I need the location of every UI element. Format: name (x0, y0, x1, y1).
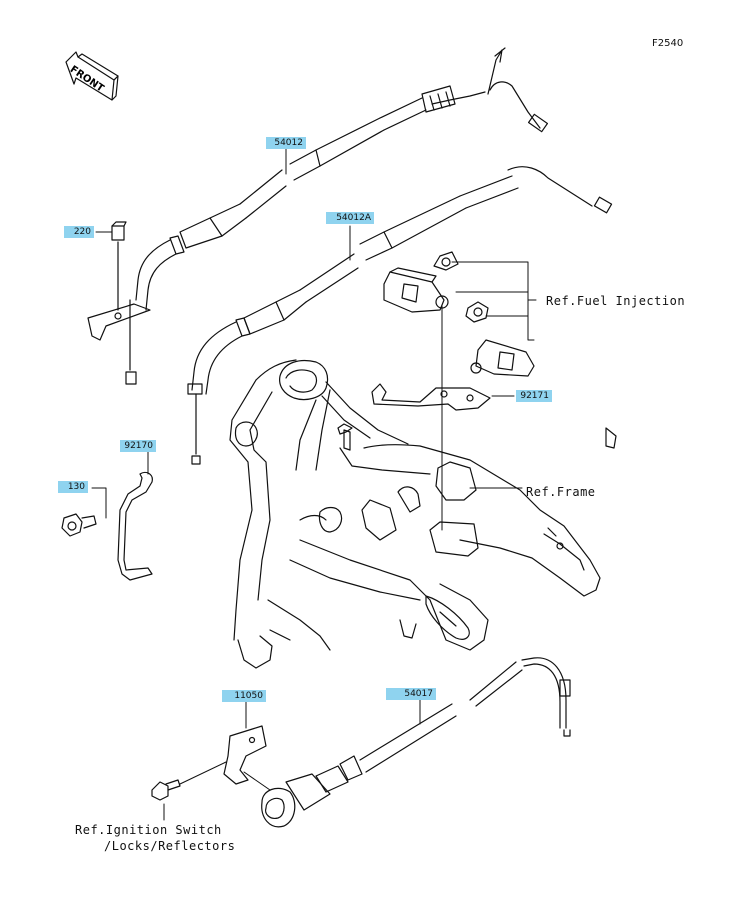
part-tag-54012[interactable]: 54012 (266, 137, 306, 149)
bracket-11050[interactable] (223, 725, 267, 785)
ref-frame[interactable]: Ref.Frame (526, 485, 596, 499)
bolt-130[interactable] (61, 513, 97, 537)
frame (229, 359, 617, 669)
cable-bracket (87, 221, 151, 341)
front-arrow-icon (65, 51, 119, 101)
part-tag-11050[interactable]: 11050 (222, 690, 266, 702)
throttle-cable-54012[interactable] (125, 47, 549, 385)
figure-code: F2540 (652, 38, 684, 49)
fuel-injection-sensor-lower[interactable] (465, 301, 535, 377)
sensor-bracket-92171[interactable] (371, 383, 491, 411)
part-tag-54012a[interactable]: 54012A (326, 212, 374, 224)
part-tag-220[interactable]: 220 (64, 226, 94, 238)
bolt-small[interactable] (151, 779, 181, 801)
part-tag-92171[interactable]: 92171 (516, 390, 552, 402)
ref-ignition-line1[interactable]: Ref.Ignition Switch (75, 823, 222, 837)
part-tag-92170[interactable]: 92170 (120, 440, 156, 452)
leader-lines-lower (163, 697, 421, 821)
fuel-injection-sensor-upper[interactable] (383, 251, 459, 313)
leader-lines-fuel (441, 261, 537, 531)
bracket-92170[interactable] (117, 471, 153, 581)
ref-fuel-injection[interactable]: Ref.Fuel Injection (546, 294, 686, 308)
throttle-cable-54012a[interactable] (187, 166, 613, 465)
part-tag-130[interactable]: 130 (58, 481, 88, 493)
leader-lines-upper (91, 147, 351, 519)
ref-ignition-line2[interactable]: /Locks/Reflectors (104, 839, 236, 853)
part-tag-54017[interactable]: 54017 (386, 688, 436, 700)
choke-cable-54017[interactable] (261, 657, 571, 828)
